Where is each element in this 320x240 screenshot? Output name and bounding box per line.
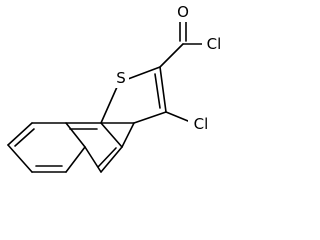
bond-c11-c12: [133, 111, 167, 124]
benzene-ring-left: [7, 122, 86, 173]
bond-c3-c4: [65, 122, 86, 148]
sulfur-atom-label: S: [116, 69, 126, 87]
bond-c6-c1: [7, 144, 33, 173]
molecule-structure-diagram: S O Cl Cl: [7, 2, 226, 173]
atom-label-oxygen: O: [174, 2, 192, 22]
bond-c7-s: [100, 86, 118, 124]
bond-c10-c11-inner: [154, 73, 161, 109]
atom-label-ring-chlorine: Cl: [188, 114, 214, 134]
atom-label-sulfur: S: [114, 68, 129, 88]
atom-label-acyl-chlorine: Cl: [202, 34, 226, 54]
acyl-chloride-group: [159, 19, 205, 68]
bond-c7-c8: [100, 122, 123, 148]
acyl-chlorine-atom-label: Cl: [207, 35, 222, 53]
bond-c8-c9: [100, 146, 123, 173]
bond-c10-c11: [159, 66, 167, 113]
bond-c1-c2-inner: [14, 128, 35, 147]
ring-chlorine-atom-label: Cl: [194, 115, 209, 133]
thiophene-ring: [100, 66, 167, 148]
bond-s-c10: [127, 66, 161, 80]
bond-c1-c2: [7, 122, 33, 146]
oxygen-atom-label: O: [177, 3, 189, 21]
benzene-ring-middle: [65, 122, 123, 173]
bond-c9-c4: [84, 146, 102, 173]
bond-c10-c13: [159, 43, 184, 68]
bond-c4-c5: [65, 146, 86, 173]
bond-c11-cl: [165, 111, 189, 122]
bond-c12-c8: [121, 122, 135, 148]
bond-c8-c9-inner: [97, 147, 117, 168]
